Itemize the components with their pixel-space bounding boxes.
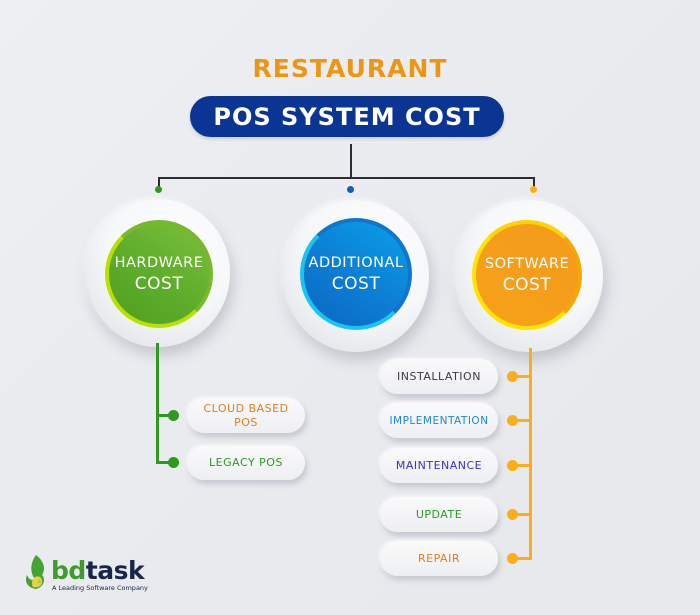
hardware-item-dot-1: [168, 410, 179, 421]
software-item-dot-3: [507, 460, 518, 471]
connector-horizontal: [158, 177, 534, 179]
pill-installation: INSTALLATION: [380, 359, 498, 394]
additional-label-line1: ADDITIONAL: [308, 255, 404, 271]
additional-label-line2: COST: [331, 274, 381, 294]
logo-wordmark-bd: bd: [51, 556, 86, 585]
pill-repair: REPAIR: [380, 541, 498, 576]
pill-update-label: UPDATE: [415, 507, 463, 521]
logo-wordmark-task: task: [85, 556, 145, 585]
leaf-flame-icon: [26, 555, 44, 589]
hardware-item-dot-2: [168, 457, 179, 468]
title-pill-text: POS SYSTEM COST: [213, 102, 481, 131]
logo-wordmark: bdtask: [51, 556, 145, 585]
hardware-branch-vertical: [156, 343, 159, 464]
pill-legacy-pos: LEGACY POS: [187, 446, 305, 480]
title-pos-system-cost: POS SYSTEM COST: [190, 96, 504, 137]
hardware-cost-node: HARDWARE COST: [105, 220, 213, 328]
software-label-line1: SOFTWARE: [484, 256, 570, 272]
title-restaurant: RESTAURANT: [252, 54, 448, 83]
pill-maintenance: MAINTENANCE: [380, 448, 498, 483]
pill-maintenance-label: MAINTENANCE: [395, 458, 483, 472]
software-item-dot-1: [507, 371, 518, 382]
software-branch-h1: [512, 375, 531, 378]
connector-drop-hardware: [158, 177, 160, 188]
software-branch-h2: [512, 419, 531, 422]
dot-hardware: [155, 186, 162, 193]
pill-implementation: IMPLEMENTATION: [380, 403, 498, 438]
pill-update: UPDATE: [380, 497, 498, 532]
pill-cloud-based-pos-line2: POS: [234, 415, 258, 429]
software-item-dot-4: [507, 509, 518, 520]
bdtask-logo: bdtask A Leading Software Company: [24, 553, 148, 595]
software-item-dot-5: [507, 553, 518, 564]
hardware-label-line1: HARDWARE: [114, 255, 204, 271]
software-label-line2: COST: [502, 275, 552, 295]
software-branch-h4: [512, 513, 531, 516]
hardware-label-line2: COST: [134, 274, 184, 294]
dot-additional: [347, 186, 354, 193]
pill-legacy-pos-label: LEGACY POS: [209, 456, 283, 469]
pill-installation-label: INSTALLATION: [397, 369, 481, 383]
software-cost-node: SOFTWARE COST: [472, 220, 582, 330]
pill-cloud-based-pos: CLOUD BASED POS: [187, 398, 305, 433]
connector-vertical-main: [350, 144, 352, 178]
software-item-dot-2: [507, 415, 518, 426]
pill-cloud-based-pos-line1: CLOUD BASED: [203, 401, 289, 415]
pill-repair-label: REPAIR: [418, 551, 460, 565]
logo-tagline: A Leading Software Company: [52, 584, 148, 592]
dot-software: [530, 186, 537, 193]
software-branch-vertical: [529, 348, 532, 560]
hardware-branch-h1: [156, 414, 174, 417]
additional-cost-node: ADDITIONAL COST: [300, 218, 412, 330]
pill-implementation-label: IMPLEMENTATION: [389, 414, 489, 427]
connector-drop-software: [533, 177, 535, 188]
software-branch-h5: [512, 557, 531, 560]
software-branch-h3: [512, 464, 531, 467]
hardware-branch-h2: [156, 461, 174, 464]
